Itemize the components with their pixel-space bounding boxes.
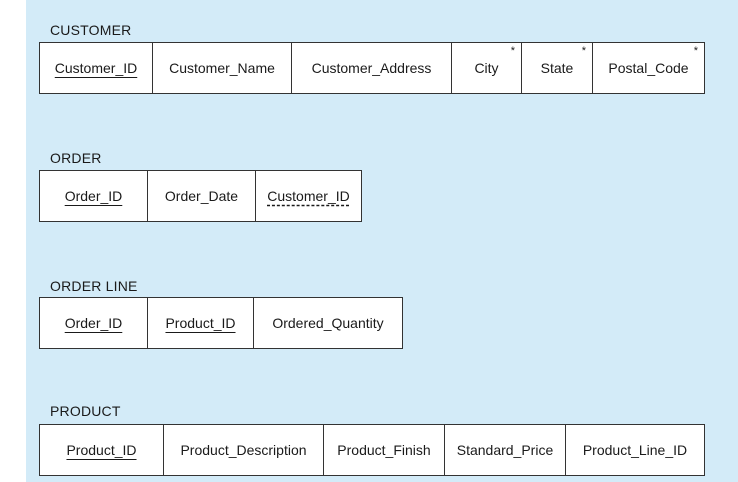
relation-title: ORDER LINE (50, 278, 138, 294)
attribute-label: Standard_Price (456, 442, 554, 458)
attribute-cell: Customer_Address (292, 43, 452, 93)
foreign-key-attribute: Customer_ID (267, 188, 350, 204)
attribute-cell: State * (522, 43, 593, 93)
attribute-cell: Standard_Price (445, 425, 566, 475)
attribute-cell: Product_Description (164, 425, 324, 475)
attribute-cell: Customer_ID (40, 43, 153, 93)
multivalued-marker: * (693, 45, 698, 57)
attribute-cell: Customer_Name (153, 43, 292, 93)
relation-title: ORDER (50, 150, 102, 166)
primary-key-attribute: Customer_ID (54, 60, 138, 76)
attribute-label: City (474, 60, 499, 76)
attribute-cell: Product_Line_ID (566, 425, 704, 475)
attribute-cell: Product_ID (148, 298, 254, 348)
attribute-label: Order_Date (164, 188, 239, 204)
attribute-label: Product_Description (180, 442, 307, 458)
attribute-label: Ordered_Quantity (272, 315, 384, 331)
primary-key-attribute: Product_ID (66, 442, 137, 458)
relation-table: Order_ID Product_ID Ordered_Quantity (39, 297, 403, 349)
attribute-cell: Order_Date (148, 171, 256, 221)
attribute-cell: Product_ID (40, 425, 164, 475)
attribute-cell: City * (452, 43, 522, 93)
attribute-cell: Order_ID (40, 171, 148, 221)
attribute-label: Customer_Address (311, 60, 432, 76)
relation-title: CUSTOMER (50, 22, 132, 38)
attribute-cell: Order_ID (40, 298, 148, 348)
attribute-label: Product_Line_ID (582, 442, 688, 458)
primary-key-attribute: Order_ID (64, 188, 123, 204)
relation-table: Order_ID Order_Date Customer_ID (39, 170, 362, 222)
attribute-cell: Customer_ID (256, 171, 361, 221)
attribute-label: State (540, 60, 574, 76)
attribute-cell: Postal_Code * (593, 43, 704, 93)
attribute-cell: Ordered_Quantity (254, 298, 402, 348)
relation-table: Product_ID Product_Description Product_F… (39, 424, 705, 476)
multivalued-marker: * (581, 45, 586, 57)
multivalued-marker: * (510, 45, 515, 57)
primary-key-attribute: Product_ID (165, 315, 236, 331)
attribute-cell: Product_Finish (324, 425, 445, 475)
attribute-label: Postal_Code (608, 60, 689, 76)
relation-table: Customer_ID Customer_Name Customer_Addre… (39, 42, 705, 94)
primary-key-attribute: Order_ID (64, 315, 123, 331)
attribute-label: Product_Finish (337, 442, 431, 458)
relation-title: PRODUCT (50, 403, 121, 419)
attribute-label: Customer_Name (169, 60, 275, 76)
